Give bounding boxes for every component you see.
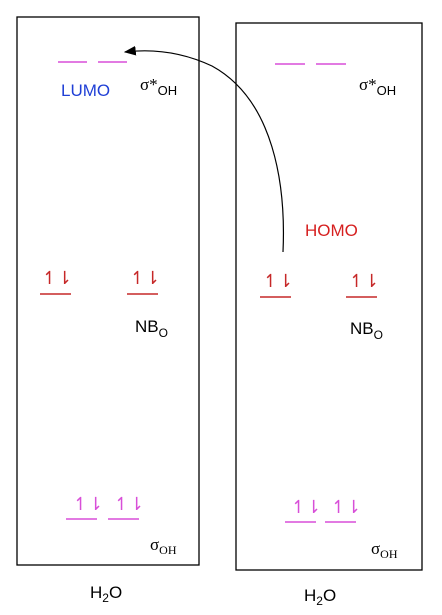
- right-molecule-label: H2O: [304, 586, 336, 608]
- curved-arrow-icon: [123, 45, 284, 253]
- right-nb-label: NBO: [350, 319, 383, 342]
- left-nb-orbital-2: ↿⇂: [127, 268, 160, 295]
- left-sigma-electron-pair-2: ↿⇂: [114, 494, 144, 514]
- left-molecule-box: [16, 16, 200, 566]
- right-nb-orbital-1: ↿⇂: [260, 271, 293, 298]
- right-molecule-box: [235, 22, 423, 571]
- right-nb-orbital-2: ↿⇂: [346, 271, 379, 298]
- right-sigma-orbital-1: ↿⇂: [285, 497, 321, 523]
- right-nb-electron-pair-1: ↿⇂: [263, 271, 293, 291]
- left-nb-electron-pair-1: ↿⇂: [42, 268, 72, 288]
- right-sigma-electron-pair-2: ↿⇂: [331, 497, 361, 517]
- left-sigma-orbital-2: ↿⇂: [108, 494, 144, 520]
- left-sigma-electron-pair-1: ↿⇂: [73, 494, 103, 514]
- right-sigma-electron-pair-1: ↿⇂: [291, 497, 321, 517]
- left-molecule-label: H2O: [90, 583, 122, 605]
- right-nb-electron-pair-2: ↿⇂: [349, 271, 379, 291]
- right-sigma-orbital-2: ↿⇂: [325, 497, 361, 523]
- right-sigma-label: σOH: [371, 539, 398, 561]
- left-nb-orbital-1: ↿⇂: [40, 268, 72, 295]
- left-sigma-label: σOH: [150, 535, 177, 557]
- left-nb-electron-pair-2: ↿⇂: [130, 268, 160, 288]
- left-sigma-orbital-1: ↿⇂: [66, 494, 103, 520]
- left-sigma-star-label: σ*OH: [140, 75, 177, 98]
- homo-label: HOMO: [305, 221, 358, 240]
- right-sigma-star-label: σ*OH: [359, 75, 396, 98]
- left-nb-label: NBO: [135, 317, 168, 340]
- lumo-label: LUMO: [61, 81, 110, 100]
